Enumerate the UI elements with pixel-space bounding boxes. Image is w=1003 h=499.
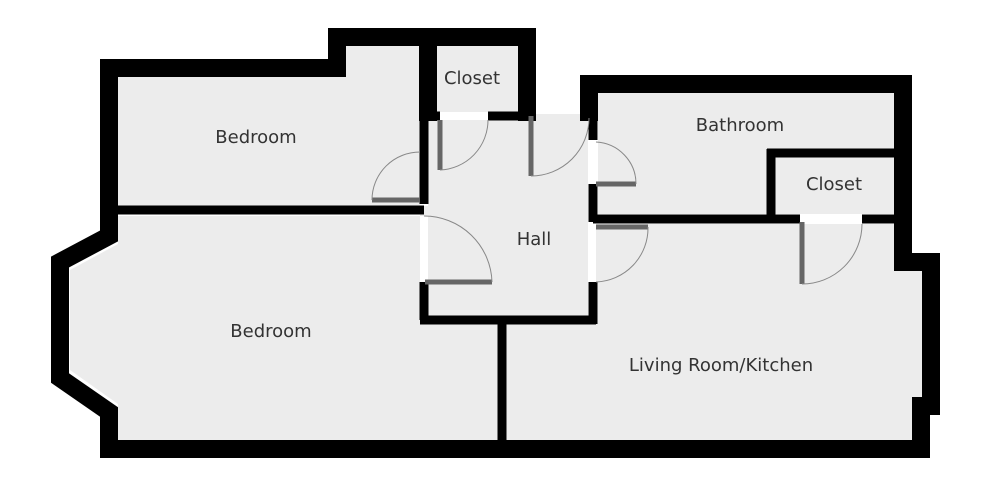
outer-wall-west bbox=[51, 28, 516, 458]
swing-living bbox=[595, 226, 649, 283]
floor-closet-right bbox=[776, 158, 894, 214]
interior-walls bbox=[114, 46, 899, 444]
outer-wall-east bbox=[498, 75, 940, 458]
room-label-closet-right: Closet bbox=[805, 174, 863, 195]
swing-bedroom-bottom bbox=[423, 215, 493, 283]
swing-bathroom-hall bbox=[530, 117, 590, 177]
floor-hall bbox=[420, 114, 588, 316]
swing-closet-right bbox=[801, 223, 863, 285]
room-label-living-kitchen: Living Room/Kitchen bbox=[628, 355, 814, 376]
floor-living-kitchen bbox=[506, 224, 922, 440]
floor-fills bbox=[70, 46, 922, 440]
room-label-bedroom-bottom: Bedroom bbox=[230, 321, 312, 342]
swing-bedroom-top bbox=[371, 151, 421, 201]
room-label-closet-top: Closet bbox=[443, 68, 501, 89]
door-swings bbox=[371, 117, 863, 285]
door-leaves bbox=[372, 116, 805, 285]
swing-bathroom-main bbox=[595, 141, 637, 185]
swing-closet-top bbox=[439, 119, 489, 171]
room-label-hall: Hall bbox=[516, 229, 552, 250]
floor-bedroom-bottom bbox=[70, 216, 498, 440]
room-label-bedroom-top: Bedroom bbox=[215, 127, 297, 148]
floor-bedroom-top bbox=[118, 46, 420, 206]
room-label-bathroom: Bathroom bbox=[695, 115, 785, 136]
floor-closet-top bbox=[428, 46, 518, 112]
